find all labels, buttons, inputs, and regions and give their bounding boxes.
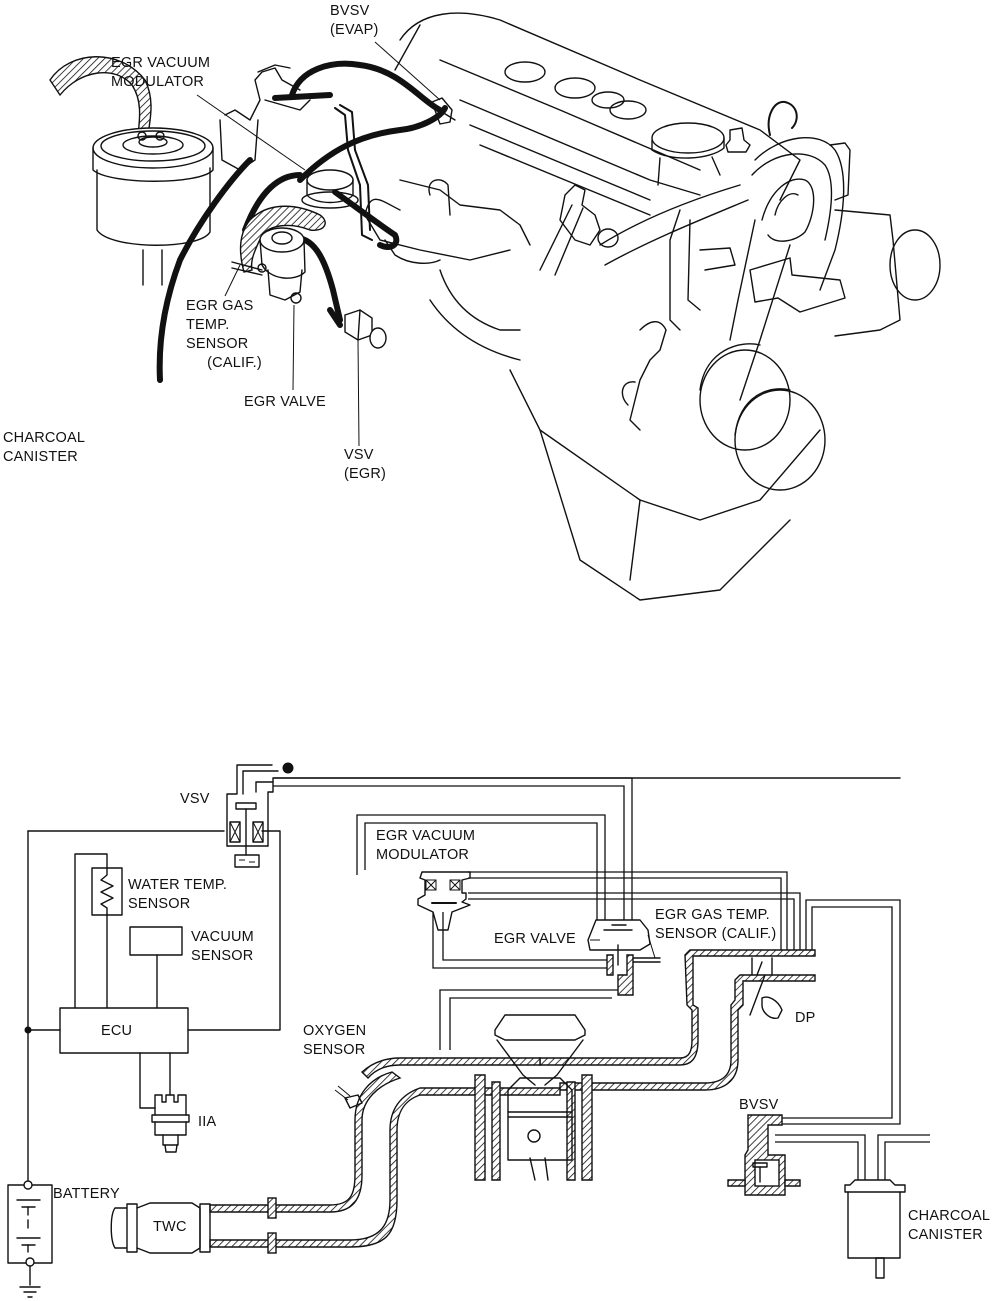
label-vsv: VSV [180,791,210,807]
water-temp-sensor-symbol [91,867,123,916]
egr-valve-symbol [587,919,661,996]
charcoal-canister-part [49,56,214,286]
top-leader-lines [196,41,441,447]
vacuum-sensor-box [129,926,183,956]
label-charcoal-canister: CHARCOAL CANISTER [908,1208,991,1243]
vacuum-lines [273,777,930,1180]
label-dp: DP [795,1010,816,1026]
twc-symbol [110,1202,211,1254]
battery-symbol [7,1180,53,1298]
egr-vacuum-modulator-part [239,169,359,273]
exhaust-pipe [209,1071,561,1254]
electrical-wiring [24,830,281,1181]
vsv-egr-part [344,309,387,349]
label-vacuum-sensor: VACUUM SENSOR [191,929,254,964]
label-vsv-egr-top: VSV (EGR) [344,447,387,482]
label-egr-gas-temp-sensor-top: EGR GAS TEMP. SENSOR (CALIF.) [186,298,262,371]
engine-illustration [219,12,941,601]
label-bvsv: BVSV [739,1097,779,1113]
label-egr-gas-temp-sensor: EGR GAS TEMP. SENSOR (CALIF.) [655,907,777,942]
bvsv-symbol [727,1114,801,1196]
label-bvsv-evap: BVSV (EVAP) [330,3,379,38]
label-egr-vacuum-modulator: EGR VACUUM MODULATOR [376,828,476,863]
label-twc: TWC [153,1219,187,1235]
intake-manifold [360,949,816,1091]
label-water-temp-sensor: WATER TEMP. SENSOR [128,877,228,912]
label-battery: BATTERY [53,1186,120,1202]
label-iia: IIA [198,1114,217,1130]
egr-valve-part [231,227,306,304]
egr-modulator-symbol [417,871,471,931]
charcoal-canister-symbol [844,1179,906,1279]
label-charcoal-canister-top: CHARCOAL CANISTER [3,430,86,465]
label-egr-valve: EGR VALVE [494,931,576,947]
label-egr-vacuum-modulator-top: EGR VACUUM MODULATOR [111,55,211,90]
label-egr-valve-top: EGR VALVE [244,394,326,410]
iia-igniter-symbol [151,1094,190,1153]
label-oxygen-sensor: OXYGEN SENSOR [303,1023,367,1058]
vacuum-hoses-top [156,60,456,383]
engine-cylinder [474,1014,593,1181]
label-ecu: ECU [101,1023,133,1039]
ecu-box [59,1007,189,1054]
bottom-leader-lines [590,934,656,959]
